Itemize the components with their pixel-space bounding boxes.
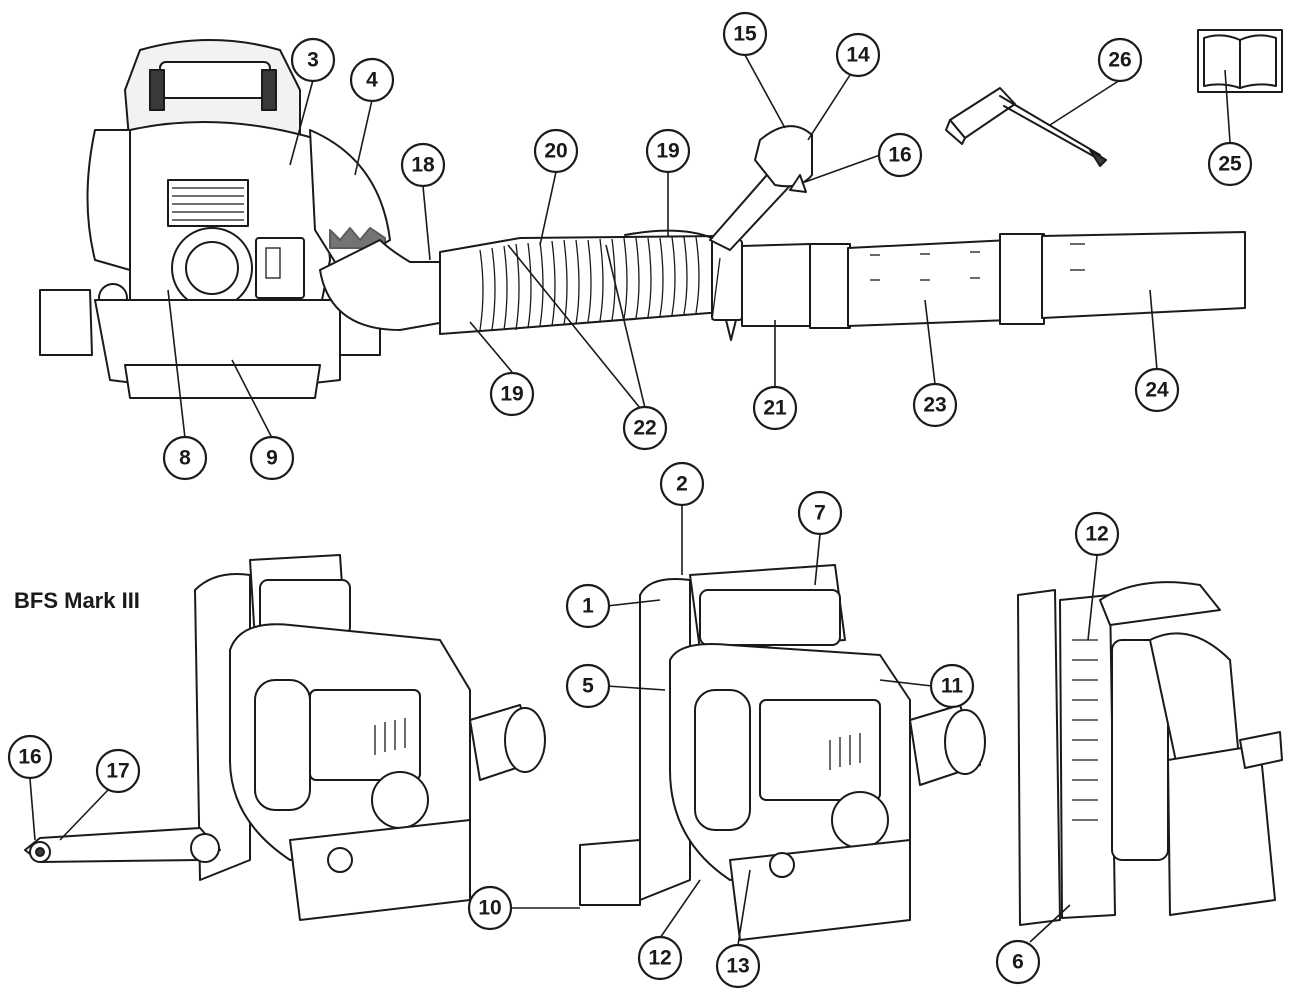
svg-text:26: 26	[1108, 49, 1131, 72]
blower-unit-front-view	[39, 39, 391, 399]
svg-text:6: 6	[1012, 951, 1024, 974]
callout-21: 21	[752, 385, 798, 431]
svg-text:17: 17	[106, 760, 129, 783]
svg-text:22: 22	[633, 417, 656, 440]
svg-text:19: 19	[500, 383, 523, 406]
callout-7: 7	[797, 490, 843, 536]
blower-mark-iii-view	[24, 554, 546, 921]
spark-plug-wrench	[945, 87, 1107, 167]
svg-text:5: 5	[582, 675, 594, 698]
owners-manual-book	[1197, 29, 1283, 93]
svg-text:4: 4	[366, 69, 378, 92]
svg-text:1: 1	[582, 595, 594, 618]
callout-25: 25	[1207, 141, 1253, 187]
callout-5: 5	[565, 663, 611, 709]
callout-26: 26	[1097, 37, 1143, 83]
blower-rear-view	[1017, 581, 1283, 926]
svg-text:18: 18	[411, 154, 435, 177]
svg-text:13: 13	[726, 955, 749, 978]
svg-text:8: 8	[179, 447, 191, 470]
callout-23: 23	[912, 382, 958, 428]
callout-9: 9	[249, 435, 295, 481]
blower-side-view	[579, 564, 986, 941]
callout-8: 8	[162, 435, 208, 481]
callout-19-top: 19	[645, 128, 691, 174]
svg-text:12: 12	[1085, 523, 1108, 546]
callout-15: 15	[722, 11, 768, 57]
svg-text:23: 23	[923, 394, 946, 417]
callout-1: 1	[565, 583, 611, 629]
callout-16-bottom: 16	[7, 734, 53, 780]
callout-18: 18	[400, 142, 446, 188]
callout-3: 3	[290, 37, 336, 83]
svg-text:2: 2	[676, 473, 688, 496]
callout-10: 10	[467, 885, 513, 931]
svg-text:15: 15	[733, 23, 757, 46]
callout-16-top: 16	[877, 132, 923, 178]
svg-text:3: 3	[307, 49, 319, 72]
svg-text:25: 25	[1218, 153, 1242, 176]
svg-text:16: 16	[18, 746, 41, 769]
callout-11: 11	[929, 663, 975, 709]
callout-19-bottom: 19	[489, 371, 535, 417]
callout-24: 24	[1134, 367, 1180, 413]
svg-text:11: 11	[941, 675, 964, 698]
svg-text:12: 12	[648, 947, 671, 970]
callout-6: 6	[995, 939, 1041, 985]
callout-13: 13	[715, 943, 761, 989]
callout-12-middle: 12	[637, 935, 683, 981]
callout-20: 20	[533, 128, 579, 174]
svg-text:9: 9	[266, 447, 278, 470]
leader-lines	[29, 54, 1231, 946]
svg-text:20: 20	[544, 140, 567, 163]
callout-14: 14	[835, 32, 881, 78]
svg-text:14: 14	[846, 44, 870, 67]
model-label: BFS Mark III	[14, 588, 140, 613]
callout-12-right: 12	[1074, 511, 1120, 557]
svg-text:10: 10	[478, 897, 501, 920]
callout-4: 4	[349, 57, 395, 103]
callout-22: 22	[622, 405, 668, 451]
svg-text:7: 7	[814, 502, 826, 525]
blow-tube-assembly	[319, 125, 1246, 341]
svg-text:21: 21	[763, 397, 787, 420]
callout-2: 2	[659, 461, 705, 507]
svg-text:24: 24	[1145, 379, 1169, 402]
svg-text:19: 19	[656, 140, 679, 163]
callout-17: 17	[95, 748, 141, 794]
svg-text:16: 16	[888, 144, 911, 167]
